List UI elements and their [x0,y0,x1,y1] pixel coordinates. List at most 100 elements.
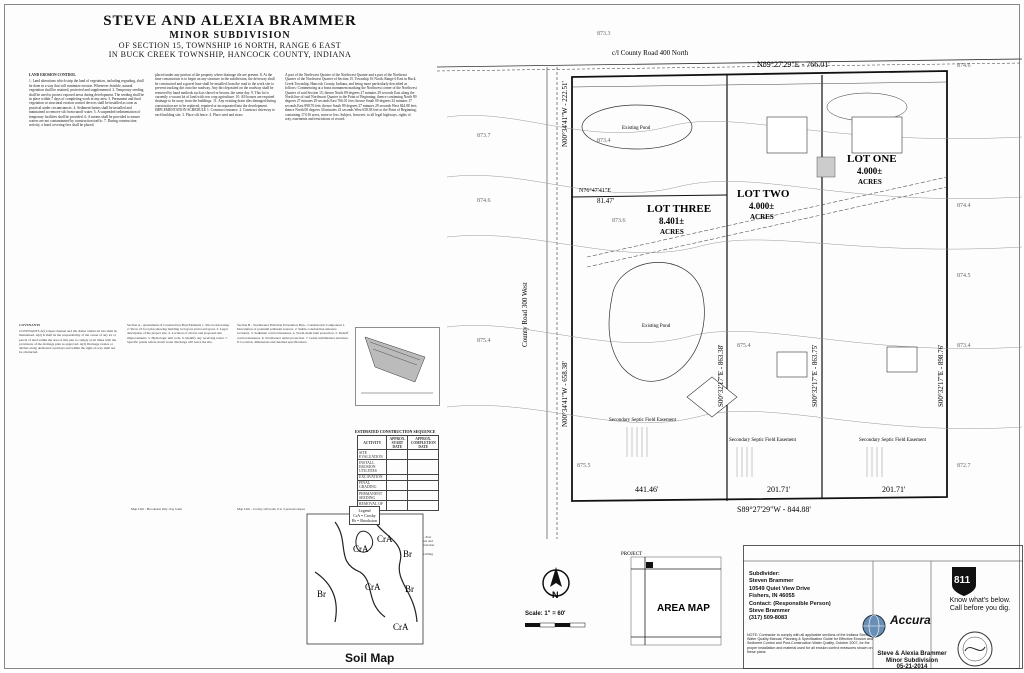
legal-description: A part of the Northwest Quarter of the N… [285,73,417,323]
table-row: SITE EVALUATION [356,449,439,461]
table-cell [386,459,409,475]
soil-desc-1: Map Unit - Brookston silty clay loam [131,507,231,567]
table-row: EXCAVATION [356,473,439,481]
contractor-note: NOTE: Contractor to comply with all appl… [747,633,873,654]
bearing-lot1: S00°32'17"E - 863.75' [811,345,819,407]
call-811-shield-icon: 811 [952,567,976,596]
table-row: FINAL GRADING [356,479,439,491]
location-line-1: OF SECTION 15, TOWNSHIP 16 NORTH, RANGE … [118,41,342,50]
plat-title: STEVE AND ALEXIA BRAMMER [103,13,357,29]
know-whats-below: Know what's below. [949,597,1011,604]
contact-label: Contact: (Responsible Person) [749,600,831,607]
construction-sequence-table: ACTIVITY APPROX. START DATE APPROX. COMP… [356,434,439,512]
soil-label: CrA [365,582,381,592]
table-row: INSTALL EROSION UTILITIES [356,459,439,475]
sequence-title: ESTIMATED CONSTRUCTION SEQUENCE [355,429,436,434]
surveyor-seal-icon [957,631,993,667]
elevation: 874.5 [957,273,971,279]
bearing-top: N89°27'29"E - 766.01' [757,60,830,69]
soil-label: Br [403,549,412,559]
soil-legend-title: Legend [358,508,371,513]
plat-subtitle: MINOR SUBDIVISION [169,30,291,41]
lot-three-unit: ACRES [660,228,684,236]
table-row: PERMANENT SEEDING [356,489,439,502]
soil-label: CrA [353,544,369,554]
swppp-construction-text: Section B - Stormwater Pollution Prevent… [237,323,349,344]
plaque-owners: Steve & Alexia Brammer [877,651,947,657]
subdivider-label: Subdivider: [749,571,780,577]
covenants-heading: COVENANTS [19,323,41,327]
lot-three-area: 8.401± [659,216,684,226]
dim-441: 441.46' [635,485,659,494]
covenants-col: COVENANTS COVENANTS A(1) Open channel an… [19,323,119,653]
plaque-date: 05-21-2014 [896,664,928,670]
soil-label: Br [317,589,326,599]
location-line-2: IN BUCK CREEK TOWNSHIP, HANCOCK COUNTY, … [108,50,352,59]
bearing-right: S00°32'17"E - 898.76' [937,345,945,407]
soil-legend-item: Br = Brookston [352,518,377,523]
surveyor-logo: Accura [890,613,931,627]
table-header: ACTIVITY [356,434,388,451]
soil-desc-2: Map Unit - Crosby silt loam, 0 to 2 perc… [237,507,337,567]
subdivider-city: Fishers, IN 46055 [749,593,795,600]
call-before-dig: Know what's below. Call before you dig. [935,597,1024,613]
table-cell [407,459,439,475]
pond-label-2: Existing Pond [642,324,671,329]
bearing-left: N00°34'41"W - 658.38' [561,361,569,427]
dim-201-b: 201.71' [882,485,906,494]
erosion-heading: LAND EROSION CONTROL [29,73,76,77]
soil-map: CrA CrA Br Br CrA CrA Br [306,513,424,645]
elevation: 874.6 [957,63,971,69]
swppp-construction-col: Section B - Stormwater Pollution Prevent… [237,323,349,503]
septic-label-1: Secondary Septic Field Easement [859,438,927,443]
subdivider-block: Subdivider: Steven Brammer 10549 Quiet V… [749,571,831,623]
elevation: 873.4 [957,343,971,349]
lot-one-unit: ACRES [858,178,882,186]
dim-8147: 81.47' [597,197,614,205]
dim-n76: N76°47'41"E [579,187,611,194]
elevation: 873.3 [597,31,611,37]
lot-one-name: LOT ONE [847,153,897,165]
lot-two-name: LOT TWO [737,188,790,200]
table-cell: EXCAVATION [356,473,388,481]
contact-phone: (317) 509-8083 [749,615,788,622]
lot-one-area: 4.000± [857,166,882,176]
subdivider-street: 10549 Quiet View Drive [749,585,811,592]
elevation: 874.4 [957,203,971,209]
lot-three-name: LOT THREE [647,203,711,215]
soil-legend: Legend CrA = Crosby Br = Brookston [349,506,380,525]
erosion-notes-col2: placed under any portion of the property… [155,73,277,323]
globe-logo-icon [862,614,886,638]
soil-map-title: Soil Map [345,651,395,665]
soil-legend-item: CrA = Crosby [353,513,376,518]
scale-label: Scale: 1" = 60' [525,611,566,617]
bearing-lot2: S00°32'17"E - 863.38' [717,345,725,407]
soil-label: CrA [393,622,409,632]
lot-two-area: 4.000± [749,201,774,211]
legal-text: A part of the Northwest Quarter of the N… [285,73,417,122]
table-cell [386,473,409,481]
plaque: Steve & Alexia Brammer Minor Subdivision… [877,651,947,671]
elevation: 874.6 [477,198,491,204]
detail-sketch [355,327,440,406]
road-north-label: c/l County Road 400 North [612,49,689,57]
table-cell: PERMANENT SEEDING [356,489,388,502]
site-plan: c/l County Road 400 North N89°27'29"E - … [437,31,1022,539]
road-west-label: County Road 300 West [521,282,529,347]
area-map-title: AREA MAP [657,603,710,614]
area-map: PROJECT AREA MAP [621,552,722,646]
bearing-mid-left: N00°34'41"W - 222.51' [561,81,569,147]
table-cell: FINAL GRADING [356,479,388,491]
soil-label: Br [405,584,414,594]
bearing-bottom: S89°27'29"W - 844.88' [737,505,811,514]
elevation: 875.4 [737,343,751,349]
table-cell [407,473,439,481]
plat-sheet: STEVE AND ALEXIA BRAMMER MINOR SUBDIVISI… [4,4,1023,671]
subdivider-name: Steven Brammer [749,578,794,585]
elevation: 873.6 [612,218,626,224]
plaque-type: Minor Subdivision [886,657,938,664]
table-cell [407,479,439,491]
septic-label-3: Secondary Septic Field Easement [609,418,677,423]
erosion-notes-col1: LAND EROSION CONTROL 1. Land alterations… [29,73,147,323]
table-cell [407,500,439,512]
